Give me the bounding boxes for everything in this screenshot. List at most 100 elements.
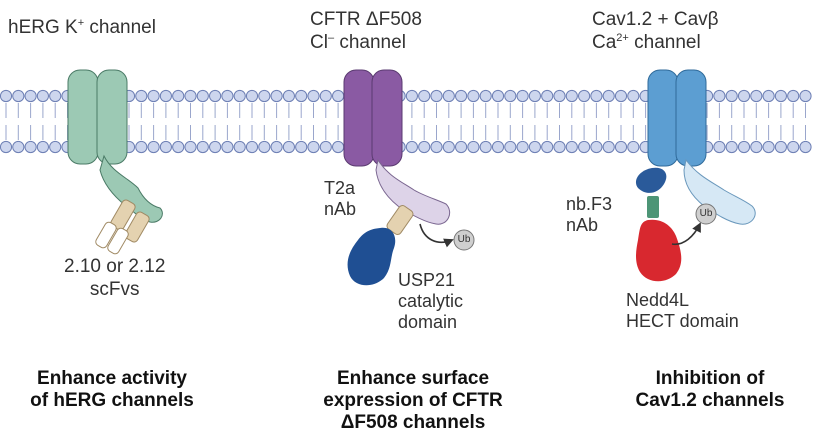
cftr-title-line-2: Cl– channel bbox=[310, 31, 422, 54]
lipid-head bbox=[172, 89, 185, 103]
lipid-head bbox=[737, 140, 751, 154]
lipid-head bbox=[233, 89, 246, 103]
lipid-head bbox=[159, 89, 172, 103]
lipid-head bbox=[49, 140, 62, 154]
lipid-head bbox=[196, 89, 209, 103]
lipid-head bbox=[491, 89, 505, 103]
t2a-label: T2a nAb bbox=[324, 178, 356, 220]
lipid-head bbox=[528, 89, 542, 103]
cav-title-ion: Ca bbox=[592, 32, 617, 53]
lipid-head bbox=[159, 140, 172, 154]
usp21-label-line-3: domain bbox=[398, 312, 458, 332]
nedd4l-label: Nedd4L HECT domain bbox=[626, 290, 739, 332]
usp21-label-line-2: catalytic bbox=[398, 291, 464, 311]
lipid-head bbox=[184, 89, 197, 103]
cav-ubiquitin bbox=[671, 203, 717, 246]
nbf3-nedd4l-fusion bbox=[635, 167, 682, 282]
cftr-caption-line-1: Enhance surface bbox=[336, 368, 490, 389]
lipid-head bbox=[774, 89, 788, 103]
cav-title-superscript: 2+ bbox=[616, 32, 629, 44]
nedd4l-hect-domain bbox=[636, 219, 682, 282]
scfv-domain-2 bbox=[124, 211, 150, 243]
cftr-caption-line-2: expression of CFTR bbox=[323, 390, 503, 411]
nedd4l-label-line-2: HECT domain bbox=[626, 311, 739, 331]
lipid-head bbox=[762, 140, 775, 154]
cav-caption: Inhibition of Cav1.2 channels bbox=[590, 368, 816, 412]
lipid-head bbox=[307, 140, 320, 154]
scfv-domain-3 bbox=[95, 221, 117, 249]
cftr-ubiquitin bbox=[419, 223, 475, 251]
cftr-title-suffix: channel bbox=[334, 32, 406, 53]
lipid-head bbox=[270, 89, 283, 103]
lipid-head bbox=[479, 89, 492, 103]
lipid-head bbox=[602, 140, 615, 154]
cftr-ub-label: Ub bbox=[457, 234, 471, 245]
lipid-head bbox=[614, 140, 628, 154]
cav-subunit-right bbox=[675, 69, 707, 167]
lipid-head bbox=[553, 140, 566, 154]
lipid-head bbox=[209, 140, 222, 154]
cav-channel-title: Cav1.2 + Cavβ Ca2+ channel bbox=[592, 8, 719, 54]
lipid-head bbox=[578, 89, 591, 103]
cftr-title-superscript: – bbox=[327, 32, 335, 44]
cftr-deubiquitination-arrow bbox=[419, 223, 454, 248]
lipid-head bbox=[516, 140, 529, 154]
lipid-head bbox=[565, 140, 578, 154]
herg-caption-line-2: of hERG channels bbox=[30, 390, 194, 411]
lipid-head bbox=[405, 89, 418, 103]
lipid-head bbox=[528, 140, 542, 154]
lipid-head bbox=[184, 140, 197, 154]
lipid-head bbox=[750, 89, 763, 103]
herg-channel bbox=[67, 69, 163, 223]
nbf3-label: nb.F3 nAb bbox=[566, 194, 612, 236]
lipid-head bbox=[209, 89, 222, 103]
lipid-head bbox=[504, 140, 517, 154]
cav-caption-line-1: Inhibition of bbox=[655, 368, 765, 389]
lipid-head bbox=[479, 140, 492, 154]
lipid-head bbox=[36, 140, 50, 154]
lipid-head bbox=[750, 140, 763, 154]
usp21-label: USP21 catalytic domain bbox=[398, 270, 463, 333]
lipid-head bbox=[541, 140, 554, 154]
lipid-head bbox=[430, 89, 443, 103]
lipid-head bbox=[430, 140, 443, 154]
linker-segment bbox=[647, 196, 659, 218]
lipid-head bbox=[455, 89, 468, 103]
lipid-head bbox=[245, 140, 259, 154]
lipid-head bbox=[258, 140, 271, 154]
lipid-head bbox=[307, 89, 320, 103]
lipid-head bbox=[24, 140, 37, 154]
lipid-head bbox=[504, 89, 517, 103]
lipid-head bbox=[442, 89, 455, 103]
lipid-head bbox=[418, 89, 431, 103]
herg-title-superscript: + bbox=[77, 17, 85, 29]
lipid-head bbox=[737, 89, 751, 103]
lipid-head bbox=[725, 140, 738, 154]
lipid-head bbox=[319, 140, 332, 154]
cav-ubiquitination-arrow bbox=[671, 222, 701, 246]
herg-channel-title: hERG K+ channel bbox=[8, 16, 156, 39]
scfv-label-line-1: 2.10 or 2.12 bbox=[64, 256, 166, 277]
t2a-nanobody-fusion bbox=[347, 205, 414, 286]
lipid-head bbox=[405, 140, 418, 154]
cav-ubiquitin-icon bbox=[695, 203, 717, 225]
cav-title-line-1: Cav1.2 + Cavβ bbox=[592, 9, 719, 30]
lipid-head bbox=[467, 89, 480, 103]
lipid-head bbox=[332, 89, 345, 103]
usp21-label-line-1: USP21 bbox=[398, 270, 456, 290]
lipid-head bbox=[774, 140, 788, 154]
cftr-caption-line-3: ΔF508 channels bbox=[340, 412, 486, 433]
cav-beta-tail bbox=[683, 158, 756, 225]
cftr-caption: Enhance surface expression of CFTR ΔF508… bbox=[293, 368, 533, 434]
lipid-head bbox=[49, 89, 62, 103]
lipid-head bbox=[295, 140, 308, 154]
lipid-head bbox=[614, 89, 628, 103]
lipid-head bbox=[713, 89, 726, 103]
lipid-head bbox=[147, 140, 160, 154]
cftr-channel-title: CFTR ΔF508 Cl– channel bbox=[310, 8, 422, 54]
lipid-head bbox=[553, 89, 566, 103]
lipid-head bbox=[627, 140, 640, 154]
lipid-head bbox=[319, 89, 332, 103]
lipid-head bbox=[221, 140, 234, 154]
